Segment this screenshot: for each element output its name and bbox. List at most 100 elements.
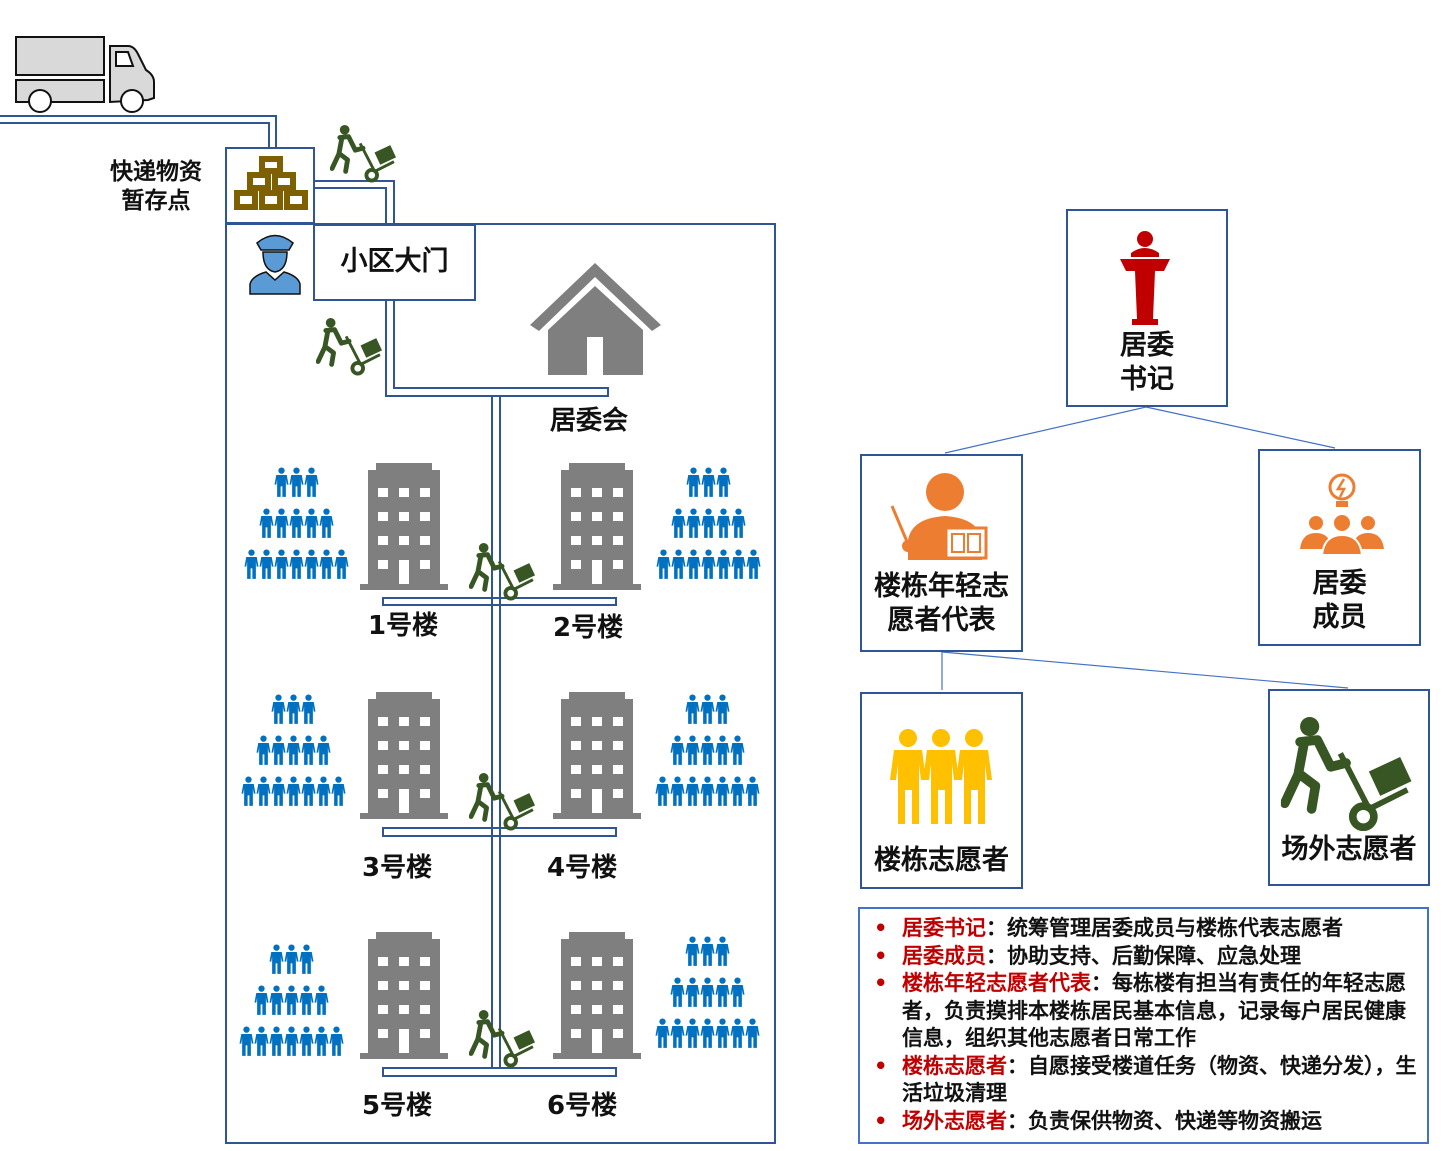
- resident-person-icon: [241, 776, 256, 806]
- building-icon: [360, 932, 448, 1059]
- resident-person-icon: [701, 467, 716, 497]
- building-label: 5号楼: [362, 1091, 433, 1121]
- resident-person-icon: [331, 776, 346, 806]
- resident-person-icon: [670, 735, 685, 765]
- resident-person-icon: [284, 985, 299, 1015]
- building-icon: [553, 932, 641, 1059]
- resident-person-icon: [715, 1018, 730, 1048]
- resident-person-icon: [715, 694, 730, 724]
- legend-key: 场外志愿者: [902, 1108, 1007, 1133]
- resident-person-icon: [299, 985, 314, 1015]
- resident-person-icon: [700, 1018, 715, 1048]
- resident-person-icon: [730, 1018, 745, 1048]
- carrier-volunteer-icon: [318, 318, 382, 374]
- resident-person-icon: [301, 735, 316, 765]
- legend-item: 楼栋年轻志愿者代表：每栋楼有担当有责任的年轻志愿者，负责摸排本楼栋居民基本信息，…: [874, 970, 1417, 1053]
- storage-label-line1: 快递物资: [110, 159, 202, 185]
- legend-text: 负责保供物资、快递等物资搬运: [1028, 1108, 1322, 1133]
- resident-person-icon: [746, 549, 761, 579]
- podium-speaker-icon: [1120, 231, 1170, 325]
- legend-text: 统筹管理居委成员与楼栋代表志愿者: [1007, 916, 1343, 940]
- gate-box: 小区大门: [313, 224, 476, 301]
- building-icon: [553, 692, 641, 819]
- gold-bars-icon: [234, 156, 308, 210]
- resident-person-icon: [316, 735, 331, 765]
- resident-person-icon: [686, 467, 701, 497]
- resident-person-icon: [254, 1026, 269, 1056]
- resident-person-icon: [274, 467, 289, 497]
- resident-person-icon: [256, 735, 271, 765]
- role-members: 居委 成员: [1258, 449, 1421, 646]
- resident-person-icon: [685, 977, 700, 1007]
- resident-person-icon: [730, 776, 745, 806]
- resident-person-icon: [301, 694, 316, 724]
- teacher-presenting-icon: [890, 473, 988, 560]
- resident-person-icon: [284, 944, 299, 974]
- legend-item: 居委成员：协助支持、后勤保障、应急处理: [874, 943, 1417, 971]
- resident-person-icon: [304, 467, 319, 497]
- resident-person-icon: [334, 549, 349, 579]
- resident-person-icon: [685, 776, 700, 806]
- resident-person-icon: [284, 1026, 299, 1056]
- youth-rep-label-line1: 楼栋年轻志: [874, 571, 1009, 602]
- legend-text: 自愿接受楼道任务（物资、快递分发），生活垃圾清理: [902, 1053, 1417, 1106]
- resident-person-icon: [685, 694, 700, 724]
- org-lines: [941, 406, 1349, 690]
- legend-text: 协助支持、后勤保障、应急处理: [1007, 943, 1301, 968]
- hand-truck-volunteer-icon: [1278, 717, 1418, 832]
- legend-separator: ：: [1007, 1053, 1028, 1078]
- role-legend: 居委书记：统筹管理居委成员与楼栋代表志愿者居委成员：协助支持、后勤保障、应急处理…: [858, 907, 1429, 1144]
- resident-person-icon: [715, 936, 730, 966]
- volunteer-group-icon: [890, 729, 992, 824]
- secretary-label-line1: 居委: [1120, 330, 1174, 361]
- resident-person-icon: [274, 508, 289, 538]
- resident-person-icon: [319, 549, 334, 579]
- resident-person-icon: [274, 549, 289, 579]
- legend-separator: ：: [1091, 971, 1112, 995]
- resident-person-icon: [670, 977, 685, 1007]
- legend-item: 场外志愿者：负责保供物资、快递等物资搬运: [874, 1108, 1417, 1136]
- resident-person-icon: [730, 735, 745, 765]
- resident-person-icon: [286, 776, 301, 806]
- committee-house-icon: [530, 263, 661, 375]
- building-label: 2号楼: [553, 613, 624, 643]
- resident-person-icon: [316, 776, 331, 806]
- resident-person-icon: [269, 944, 284, 974]
- role-building-volunteers: 楼栋志愿者: [860, 692, 1023, 889]
- role-outside-volunteers: 场外志愿者: [1268, 689, 1430, 886]
- resident-person-icon: [731, 549, 746, 579]
- building-label: 3号楼: [362, 853, 433, 883]
- resident-person-icon: [671, 508, 686, 538]
- resident-person-icon: [271, 776, 286, 806]
- resident-person-icon: [289, 508, 304, 538]
- legend-item: 楼栋志愿者：自愿接受楼道任务（物资、快递分发），生活垃圾清理: [874, 1053, 1417, 1108]
- resident-person-icon: [745, 776, 760, 806]
- resident-person-icon: [299, 1026, 314, 1056]
- resident-person-icon: [259, 508, 274, 538]
- legend-key: 楼栋志愿者: [902, 1053, 1007, 1078]
- resident-person-icon: [686, 549, 701, 579]
- delivery-truck-icon: [15, 36, 155, 113]
- resident-person-icon: [304, 508, 319, 538]
- resident-person-icon: [254, 985, 269, 1015]
- youth-rep-label-line2: 愿者代表: [887, 605, 996, 636]
- legend-separator: ：: [986, 943, 1007, 968]
- members-label-line1: 居委: [1312, 568, 1367, 599]
- resident-person-icon: [700, 936, 715, 966]
- resident-person-icon: [269, 1026, 284, 1056]
- resident-person-icon: [701, 549, 716, 579]
- resident-person-icon: [670, 1018, 685, 1048]
- resident-person-icon: [314, 1026, 329, 1056]
- resident-person-icon: [329, 1026, 344, 1056]
- role-youth-rep: 楼栋年轻志 愿者代表: [860, 454, 1023, 652]
- gate-label: 小区大门: [340, 246, 449, 277]
- carrier-volunteer-icon: [332, 125, 396, 181]
- resident-person-icon: [314, 985, 329, 1015]
- members-label-line2: 成员: [1312, 602, 1367, 633]
- resident-person-icon: [286, 735, 301, 765]
- resident-person-icon: [259, 549, 274, 579]
- resident-person-icon: [715, 776, 730, 806]
- committee-label: 居委会: [550, 406, 629, 436]
- resident-person-icon: [286, 694, 301, 724]
